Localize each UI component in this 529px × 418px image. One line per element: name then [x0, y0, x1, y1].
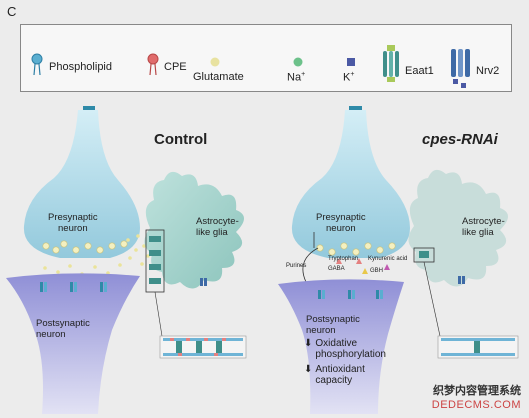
control-nrv2-small	[200, 278, 207, 286]
legend-label-cpe: CPE	[164, 61, 187, 73]
control-glia	[144, 171, 244, 289]
legend-label-eaat1: Eaat1	[405, 65, 434, 77]
legend-label-phospholipid: Phospholipid	[49, 61, 112, 73]
rnai-vesicles	[316, 242, 396, 256]
phospholipid-icon	[31, 53, 43, 76]
pathway-gbh-label: GBH	[370, 268, 384, 274]
rnai-postsynaptic-neuron	[278, 279, 404, 414]
control-eaat1-transporters	[149, 236, 161, 284]
control-axon-marker	[83, 106, 95, 110]
legend-label-nrv2: Nrv2	[476, 65, 500, 77]
control-title: Control	[154, 131, 208, 148]
legend-label-sodium: Na+	[287, 71, 306, 84]
rnai-presynaptic-neuron	[291, 110, 410, 258]
rnai-title: cpes-RNAi	[422, 131, 498, 148]
control-glia-label: Astrocyte- like glia	[196, 216, 239, 238]
watermark-en: DEDECMS.COM	[431, 399, 521, 411]
rnai-eaat1-transporter	[419, 251, 429, 258]
pathway-tryptophan-label: Tryptophan	[328, 256, 359, 262]
rnai-glia-label: Astrocyte- like glia	[462, 216, 505, 238]
down-arrow-icon: ⬇	[304, 364, 313, 375]
control-postsynaptic-label: Postsynaptic neuron	[36, 318, 90, 340]
control-membrane-inset	[159, 335, 247, 359]
control-postsynaptic-neuron	[6, 273, 140, 414]
pathway-gaba-label: GABA	[328, 266, 345, 272]
cpe-icon	[147, 53, 159, 76]
legend-box: Phospholipid CPE Glutamate Na+ K+ Eaat1 …	[20, 24, 512, 92]
rnai-glia	[408, 169, 508, 287]
legend-label-potassium: K+	[343, 71, 355, 84]
control-vesicles	[42, 240, 128, 254]
rnai-axon-marker	[349, 106, 362, 110]
pathway-purines-label: Purines	[286, 263, 307, 269]
effect-oxidative: ⬇ Oxidative phosphorylation	[304, 338, 386, 360]
legend-label-glutamate: Glutamate	[193, 71, 244, 83]
rnai-receptors	[318, 290, 383, 299]
glutamate-icon	[210, 57, 220, 67]
effect-antioxidant: ⬇ Antioxidant capacity	[304, 364, 365, 386]
control-receptors	[40, 282, 107, 292]
legend-icons	[31, 45, 470, 88]
rnai-membrane-inset	[437, 335, 519, 359]
panel-letter: C	[7, 4, 17, 19]
eaat1-icon	[383, 45, 399, 82]
watermark-cn: 织梦内容管理系统	[433, 385, 521, 397]
rnai-postsynaptic-label: Postsynaptic neuron	[306, 314, 360, 336]
rnai-pathway-arrows	[302, 232, 319, 283]
sodium-icon	[293, 57, 303, 67]
potassium-icon	[347, 58, 355, 66]
down-arrow-icon: ⬇	[304, 338, 313, 349]
nrv2-icon	[451, 49, 470, 88]
control-presynaptic-label: Presynaptic neuron	[48, 212, 98, 234]
control-presynaptic-neuron	[23, 110, 140, 258]
rnai-presynaptic-label: Presynaptic neuron	[316, 212, 366, 234]
rnai-nrv2-small	[458, 276, 465, 284]
watermark: 织梦内容管理系统 DEDECMS.COM	[432, 384, 521, 412]
pathway-kynurenic-label: Kynurenic acid	[368, 256, 408, 262]
